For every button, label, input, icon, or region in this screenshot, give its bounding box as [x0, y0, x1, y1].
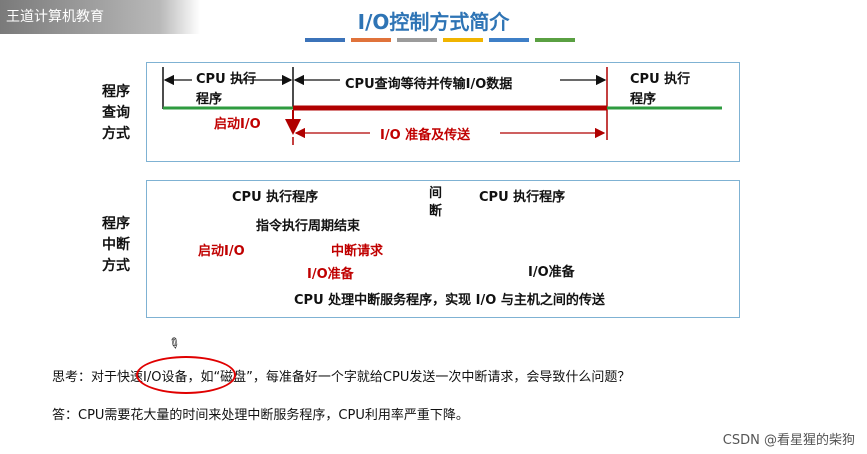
row-label-line: 程序: [102, 216, 130, 232]
interrupt-io-diagram-box: [146, 180, 740, 318]
interrupt-cpu-exec-right-label: CPU 执行程序: [479, 190, 566, 205]
title-bar-2: [351, 38, 391, 42]
interrupt-vertical-char-2: 断: [429, 204, 443, 219]
start-io-label: 启动I/O: [214, 117, 261, 132]
row-label-line: 程序: [102, 84, 130, 100]
io-prepare-right-label: I/O准备: [528, 265, 575, 280]
interrupt-io-row-label: 程序 中断 方式: [96, 214, 136, 277]
csdn-watermark: CSDN @看星猩的柴狗: [722, 433, 855, 448]
title-bar-3: [397, 38, 437, 42]
title-bar-4: [443, 38, 483, 42]
programmed-io-row-label: 程序 查询 方式: [96, 82, 136, 145]
io-prepare-transfer-label: I/O 准备及传送: [380, 128, 471, 143]
interrupt-start-io-label: 启动I/O: [198, 244, 245, 259]
interrupt-cpu-exec-left-label: CPU 执行程序: [232, 190, 319, 205]
interrupt-vertical-char-1: 间: [429, 186, 443, 201]
title-bar-6: [535, 38, 575, 42]
interrupt-request-label: 中断请求: [331, 244, 384, 259]
interrupt-handler-description: CPU 处理中断服务程序，实现 I/O 与主机之间的传送: [294, 293, 605, 308]
row-label-line: 查询: [102, 105, 130, 121]
handwritten-circle-annotation: [136, 356, 236, 394]
row-label-line: 中断: [102, 237, 130, 253]
row-label-line: 方式: [102, 258, 130, 274]
brand-label: 王道计算机教育: [0, 0, 200, 34]
answer-text: 答：CPU需要花大量的时间来处理中断服务程序，CPU利用率严重下降。: [52, 408, 469, 423]
cpu-exec-left-label-1: CPU 执行: [196, 72, 257, 87]
cpu-wait-label: CPU查询等待并传输I/O数据: [345, 77, 513, 92]
title-color-bars: [305, 38, 577, 42]
programmed-io-diagram-box: [146, 62, 740, 162]
page-title: I/O控制方式简介: [357, 10, 510, 34]
title-bar-5: [489, 38, 529, 42]
row-label-line: 方式: [102, 126, 130, 142]
instruction-cycle-end-label: 指令执行周期结束: [256, 219, 361, 234]
cpu-exec-left-label-2: 程序: [196, 92, 223, 107]
programmed-io-timeline: [162, 67, 722, 145]
io-prepare-left-label: I/O准备: [307, 267, 354, 282]
title-bar-1: [305, 38, 345, 42]
cpu-exec-right-label-1: CPU 执行: [630, 72, 691, 87]
cpu-exec-right-label-2: 程序: [630, 92, 657, 107]
